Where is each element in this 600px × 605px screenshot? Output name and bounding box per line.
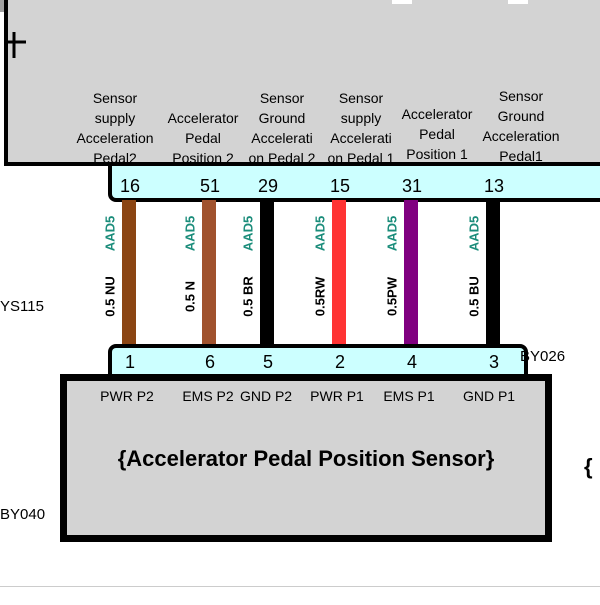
wire bbox=[404, 200, 418, 348]
wire bbox=[260, 200, 274, 348]
wire-spec: 0.5 N bbox=[182, 280, 198, 313]
sensor-pin-label: EMS P2 bbox=[182, 388, 234, 404]
harness-label: YS115 bbox=[0, 298, 44, 315]
wire-code: AAD5 bbox=[182, 215, 198, 252]
sensor-pin-number: 5 bbox=[262, 352, 273, 372]
sensor-pin-number: 3 bbox=[488, 352, 499, 372]
sensor-connector-id: BY026 bbox=[520, 348, 566, 365]
ecu-connector bbox=[108, 162, 600, 202]
ecu-pin-number: 29 bbox=[257, 176, 279, 196]
sensor-pin-label: PWR P2 bbox=[100, 388, 154, 404]
ecu-pin-label: Sensor supply Acceleration Pedal2 bbox=[76, 90, 154, 166]
wire bbox=[122, 200, 136, 348]
wire-spec: 0.5 BR bbox=[240, 276, 256, 317]
sensor-pin-label: EMS P1 bbox=[383, 388, 435, 404]
sensor-pin-label: GND P2 bbox=[239, 388, 293, 404]
sensor-block bbox=[60, 374, 552, 542]
wire-spec: 0.5 BU bbox=[466, 276, 482, 317]
wire-spec: 0.5RW bbox=[312, 276, 328, 317]
wire-spec: 0.5 NU bbox=[102, 276, 118, 317]
wire-code: AAD5 bbox=[102, 215, 118, 252]
ecu-pin-label: Sensor supply Accelerati on Pedal 1 bbox=[327, 90, 395, 166]
sensor-id: BY040 bbox=[0, 506, 46, 523]
wire-spec: 0.5PW bbox=[384, 277, 400, 317]
wire-code: AAD5 bbox=[240, 215, 256, 252]
sensor-title: {Accelerator Pedal Position Sensor} bbox=[117, 446, 495, 471]
sensor-pin-number: 2 bbox=[334, 352, 345, 372]
ecu-block bbox=[4, 0, 600, 166]
sensor-pin-number: 1 bbox=[124, 352, 135, 372]
wire bbox=[332, 200, 346, 348]
wire-code: AAD5 bbox=[312, 215, 328, 252]
wire-code: AAD5 bbox=[384, 215, 400, 252]
sensor-pin-label: GND P1 bbox=[462, 388, 516, 404]
ecu-pin-number: 13 bbox=[483, 176, 505, 196]
ecu-pin-number: 31 bbox=[401, 176, 423, 196]
ecu-pin-label: Accelerator Pedal Position 2 bbox=[167, 110, 239, 166]
sensor-pin-number: 4 bbox=[406, 352, 417, 372]
ecu-pin-label: Sensor Ground Accelerati on Pedal 2 bbox=[248, 90, 316, 166]
wire-code: AAD5 bbox=[466, 215, 482, 252]
ecu-pin-number: 16 bbox=[119, 176, 141, 196]
wire bbox=[202, 200, 216, 348]
ecu-notch bbox=[392, 0, 412, 4]
divider bbox=[0, 586, 600, 587]
ecu-pin-number: 51 bbox=[199, 176, 221, 196]
ecu-pin-label: Accelerator Pedal Position 1 bbox=[401, 106, 473, 162]
ecu-corner-mark bbox=[4, 32, 26, 58]
ecu-notch bbox=[508, 0, 528, 4]
ecu-pin-label: Sensor Ground Acceleration Pedal1 bbox=[482, 88, 560, 164]
wire bbox=[486, 200, 500, 348]
sensor-pin-label: PWR P1 bbox=[310, 388, 364, 404]
sensor-pin-number: 6 bbox=[204, 352, 215, 372]
ecu-pin-number: 15 bbox=[329, 176, 351, 196]
edge-glyph: { bbox=[584, 454, 593, 479]
